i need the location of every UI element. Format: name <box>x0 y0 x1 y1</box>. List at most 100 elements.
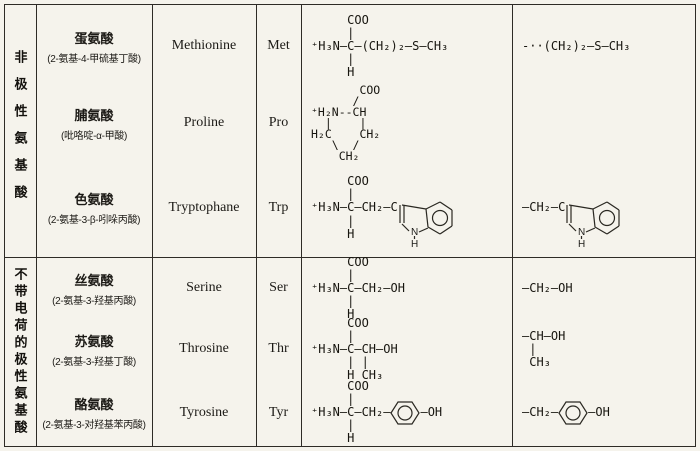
side-chain-cell: —CH₂— —OH <box>512 379 694 446</box>
structural-formula-backbone: ⁺H₃N—C—CH₂— —OH <box>311 400 443 425</box>
amino-acid-row-ser: 丝氨酸 (2-氨基-3-羟基丙酸) Serine Ser COO | ⁺H₃N—… <box>36 254 696 321</box>
structural-formula-top: COO | <box>347 173 369 201</box>
grid-line <box>4 4 696 5</box>
grid-line <box>512 4 513 447</box>
chinese-name-cell: 苏氨酸 (2-氨基-3-羟基丁酸) <box>36 319 152 379</box>
structure-cell: COO / ⁺H₂N--CH | | H₂C CH₂ \ / CH₂ <box>301 84 512 162</box>
english-name: Tyrosine <box>179 404 229 420</box>
code-cell: Ser <box>256 257 301 319</box>
formula-text: ⁺H₃N—C—CH₂—C <box>311 200 398 214</box>
amino-acid-row-tyr: 酪氨酸 (2-氨基-3-对羟基苯丙酸) Tyrosine Tyr COO | ⁺… <box>36 379 696 446</box>
category-label-uncharged-polar: 不带电荷的极性氨基酸 <box>12 266 28 437</box>
structure-cell: COO | ⁺H₃N—C—CH—OH | | H CH₃ <box>301 315 512 382</box>
grid-line <box>301 4 302 447</box>
systematic-name: (2-氨基-3-羟基丙酸) <box>52 295 136 307</box>
structural-formula: COO / ⁺H₂N--CH | | H₂C CH₂ \ / CH₂ <box>311 82 381 163</box>
chinese-name-cell: 酪氨酸 (2-氨基-3-对羟基苯丙酸) <box>36 379 152 446</box>
formula-text: —OH <box>588 405 610 419</box>
category-label-nonpolar: 非极性氨基酸 <box>12 49 28 212</box>
english-name-cell: Proline <box>152 88 256 158</box>
systematic-name: (2-氨基-4-甲硫基丁酸) <box>47 53 141 65</box>
english-name: Proline <box>183 115 225 130</box>
indole-ring-icon: N H <box>566 200 620 247</box>
grid-line <box>4 4 5 447</box>
english-name: Tryptophane <box>168 199 240 215</box>
systematic-name: (吡咯啶-α-甲酸) <box>60 130 128 142</box>
grid-line <box>4 446 696 447</box>
grid-line <box>695 4 696 447</box>
amino-acid-row-pro: 脯氨酸 (吡咯啶-α-甲酸) Proline Pro COO / ⁺H₂N--C… <box>36 84 696 162</box>
code-cell: Thr <box>256 319 301 379</box>
english-name-cell: Methionine <box>152 4 256 88</box>
side-chain-cell: —CH—OH | CH₃ <box>512 319 694 379</box>
code-cell: Trp <box>256 158 301 257</box>
structural-formula-backbone: ⁺H₃N—C—CH₂—C <box>311 200 454 247</box>
three-letter-code: Met <box>267 38 290 53</box>
category-uncharged-polar: 不带电荷的极性氨基酸 <box>4 257 36 446</box>
structural-formula-bottom: | H <box>347 418 355 445</box>
three-letter-code: Pro <box>268 115 289 130</box>
chinese-name-cell: 丝氨酸 (2-氨基-3-羟基丙酸) <box>36 257 152 319</box>
hydrogen-label: H <box>411 239 418 247</box>
chinese-name-cell: 脯氨酸 (吡咯啶-α-甲酸) <box>36 88 152 158</box>
side-chain-cell: -··(CH₂)₂—S—CH₃ <box>512 4 694 88</box>
amino-acid-row-met: 蛋氨酸 (2-氨基-4-甲硫基丁酸) Methionine Met COO | … <box>36 4 696 88</box>
formula-text: ⁺H₃N—C—CH₂— <box>311 405 391 419</box>
side-chain-formula: —CH₂—OH <box>522 280 573 295</box>
grid-line <box>36 4 37 447</box>
chinese-name: 脯氨酸 <box>74 107 114 123</box>
nitrogen-label: N <box>411 227 418 238</box>
formula-text: —CH₂—C <box>522 200 566 214</box>
indole-ring-icon: N H <box>399 200 453 247</box>
english-name-cell: Serine <box>152 257 256 319</box>
side-chain-cell: —CH₂—OH <box>512 257 694 319</box>
grid-line <box>4 257 696 258</box>
chinese-name: 蛋氨酸 <box>74 30 114 46</box>
structure-cell: COO | ⁺H₃N—C—(CH₂)₂—S—CH₃ | H <box>301 4 512 88</box>
side-chain-formula: —CH₂—C <box>522 200 621 247</box>
three-letter-code: Thr <box>268 341 289 356</box>
code-cell: Met <box>256 4 301 88</box>
nitrogen-label: N <box>578 227 585 238</box>
benzene-ring-icon <box>390 400 421 425</box>
chinese-name: 色氨酸 <box>74 192 114 207</box>
code-cell: Pro <box>256 88 301 158</box>
code-cell: Tyr <box>256 379 301 446</box>
chinese-name: 苏氨酸 <box>74 333 114 349</box>
structural-formula-bottom: | H <box>347 213 355 241</box>
english-name: Methionine <box>171 38 237 53</box>
side-chain-formula: -··(CH₂)₂—S—CH₃ <box>522 38 631 53</box>
hydrogen-label: H <box>578 239 585 247</box>
english-name: Throsine <box>179 341 229 356</box>
amino-acid-row-trp: 色氨酸 (2-氨基-3-β-吲哚丙酸) Tryptophane Trp COO … <box>36 158 696 257</box>
chinese-name: 酪氨酸 <box>74 397 114 412</box>
side-chain-cell: —CH₂—C <box>512 158 694 257</box>
grid-line <box>256 4 257 447</box>
grid-line <box>152 4 153 447</box>
english-name-cell: Throsine <box>152 319 256 379</box>
structural-formula: COO | ⁺H₃N—C—CH—OH | | H CH₃ <box>311 315 398 382</box>
english-name-cell: Tryptophane <box>152 158 256 257</box>
three-letter-code: Tyr <box>268 404 289 420</box>
formula-text: —OH <box>420 405 443 419</box>
structural-formula: COO | ⁺H₃N—C—CH₂—OH | H <box>311 254 405 321</box>
side-chain-formula: —CH₂— —OH <box>522 400 610 425</box>
systematic-name: (2-氨基-3-β-吲哚丙酸) <box>47 215 141 226</box>
benzene-ring-icon <box>558 400 588 425</box>
formula-text: —CH₂— <box>522 405 559 419</box>
structure-cell: COO | ⁺H₃N—C—CH₂— —OH | H <box>301 379 512 446</box>
amino-acid-row-thr: 苏氨酸 (2-氨基-3-羟基丁酸) Throsine Thr COO | ⁺H₃… <box>36 315 696 382</box>
three-letter-code: Trp <box>268 199 289 215</box>
systematic-name: (2-氨基-3-对羟基苯丙酸) <box>42 420 146 431</box>
english-name: Serine <box>186 280 222 295</box>
three-letter-code: Ser <box>269 280 288 295</box>
chinese-name-cell: 色氨酸 (2-氨基-3-β-吲哚丙酸) <box>36 158 152 257</box>
structural-formula-top: COO | <box>347 379 369 406</box>
structural-formula: COO | ⁺H₃N—C—(CH₂)₂—S—CH₃ | H <box>311 12 449 79</box>
category-nonpolar: 非极性氨基酸 <box>4 4 36 257</box>
side-chain-formula: —CH—OH | CH₃ <box>522 328 566 369</box>
structure-cell: COO | ⁺H₃N—C—CH₂—C <box>301 158 512 257</box>
side-chain-cell <box>512 88 694 158</box>
chinese-name: 丝氨酸 <box>74 272 114 288</box>
